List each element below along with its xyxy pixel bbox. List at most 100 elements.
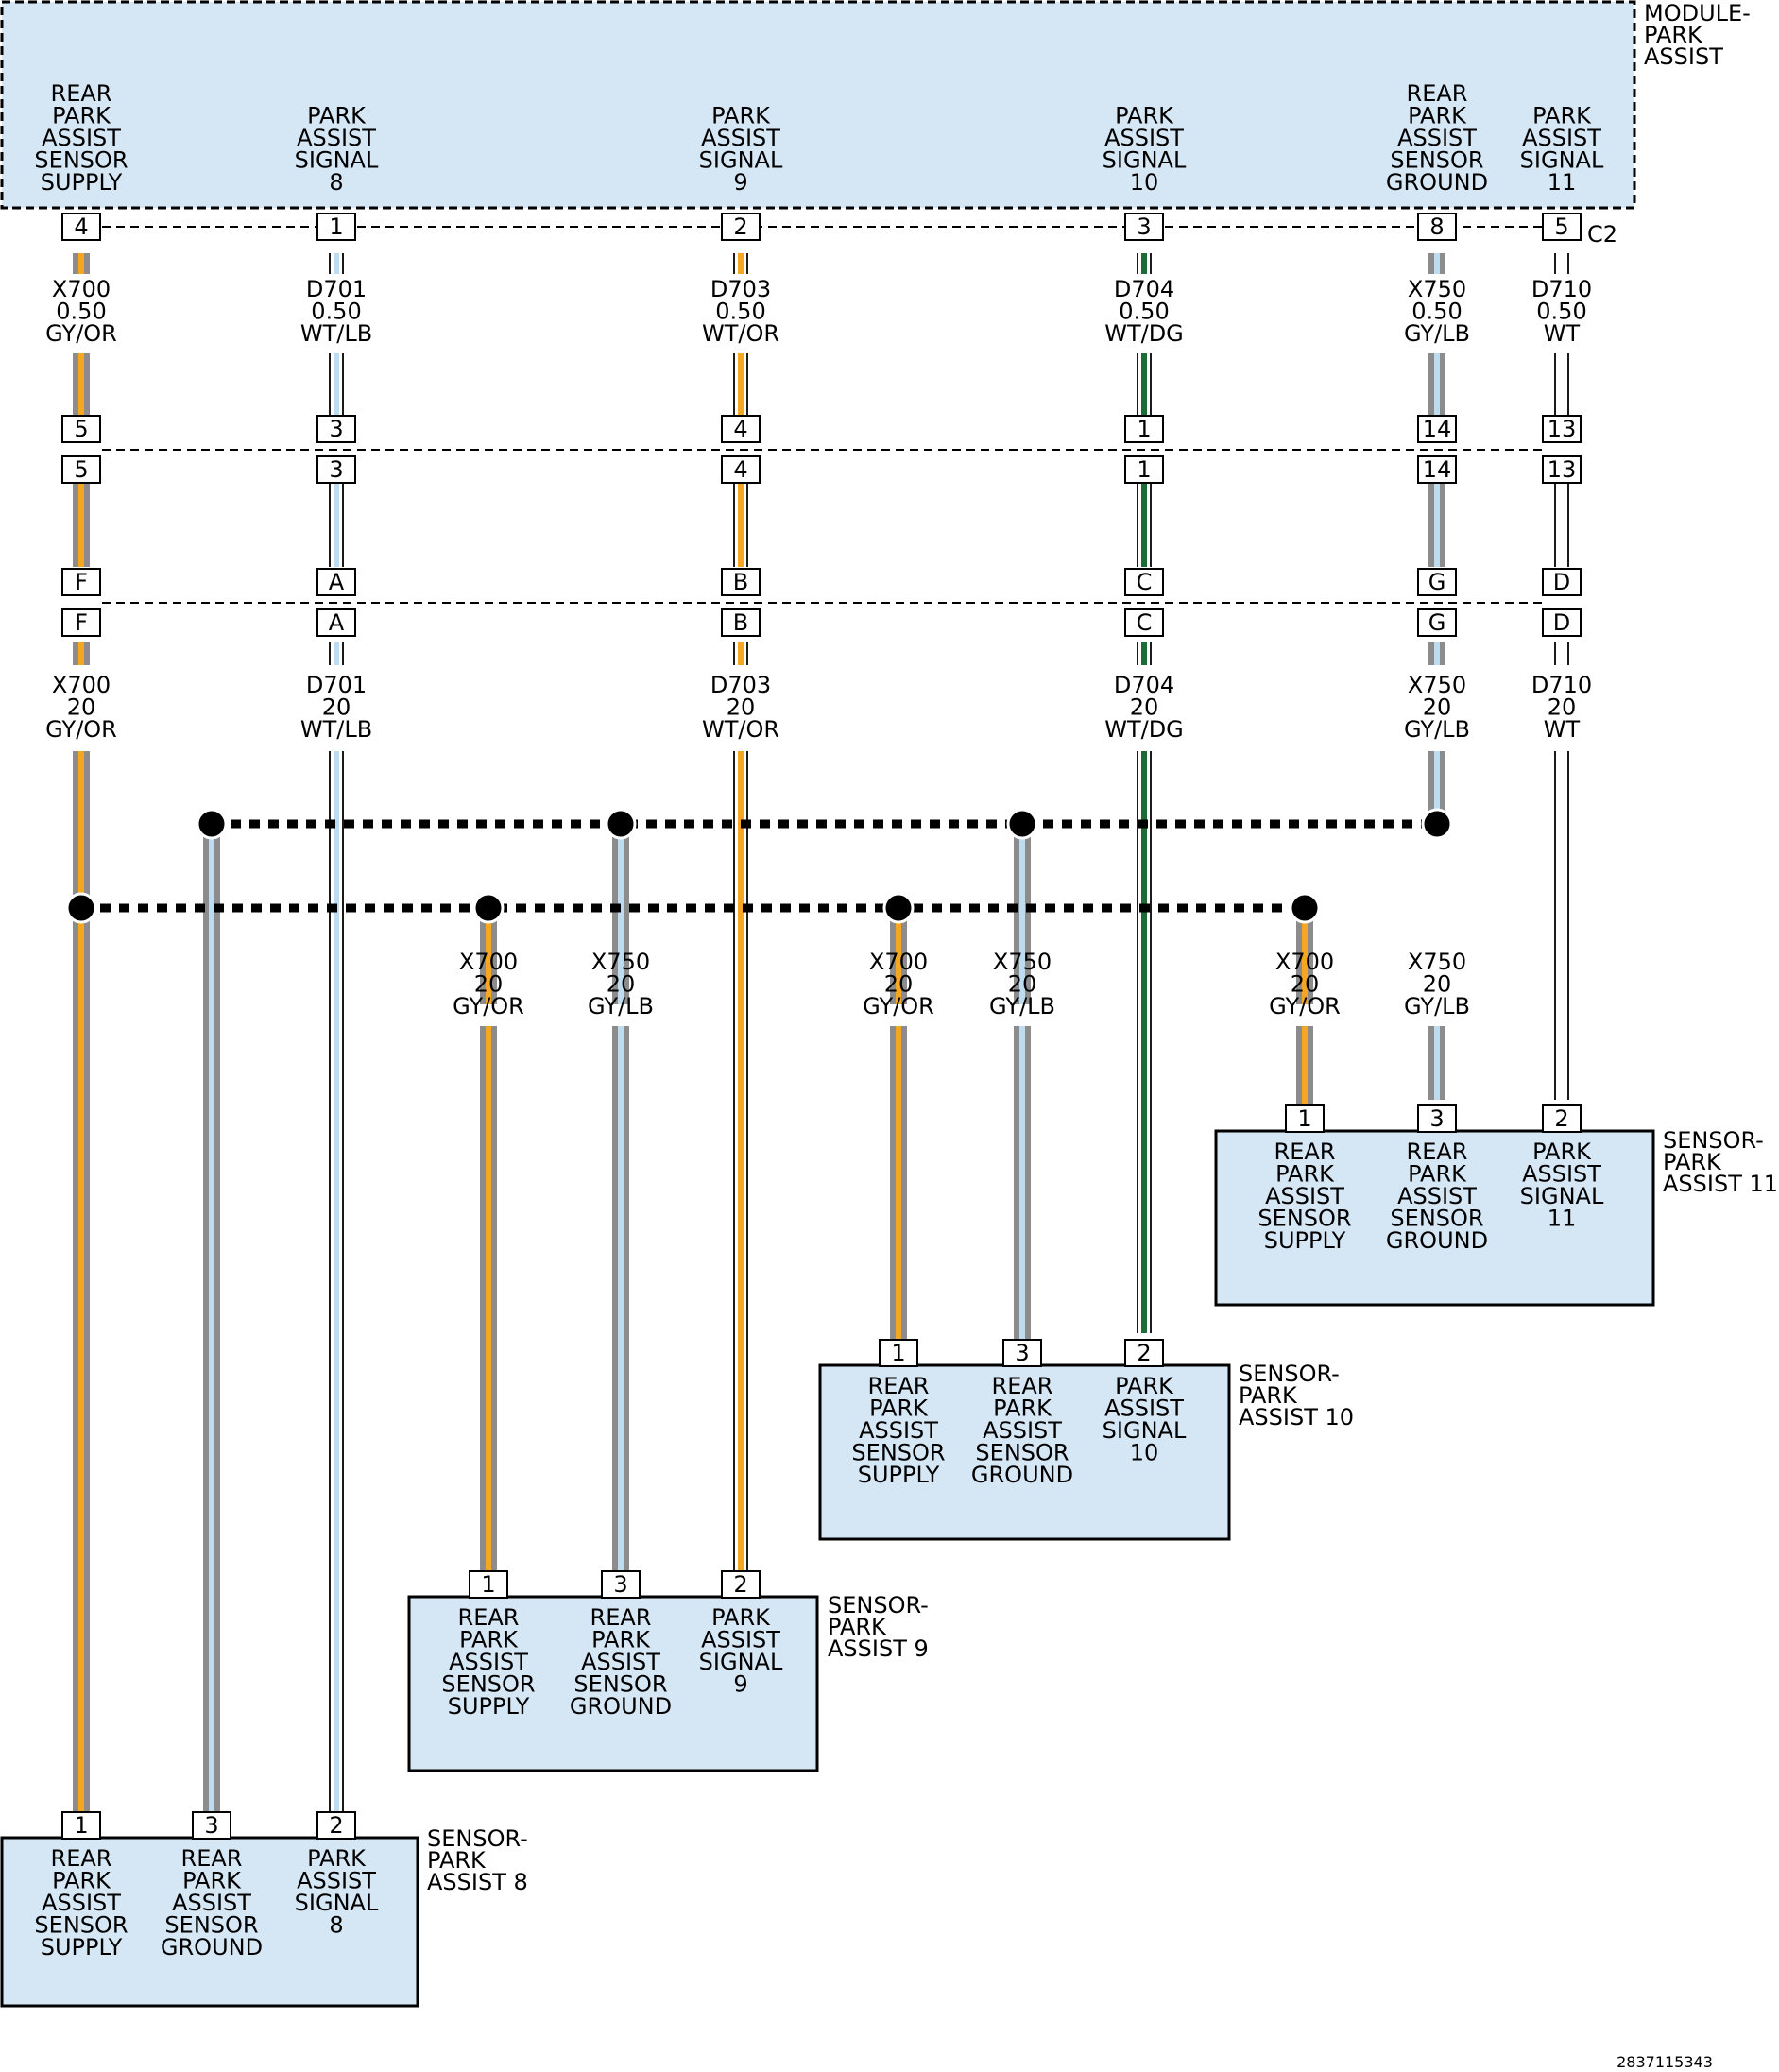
module-pin-label: 4 — [74, 214, 88, 240]
wire-D710-label-a: D710 — [1531, 276, 1592, 302]
inline-pin-label: 13 — [1548, 456, 1577, 483]
wire-D703-d — [733, 642, 748, 665]
wire-D704-feed — [1137, 751, 1152, 1333]
sensor-pin-function: SUPPLY — [858, 1462, 940, 1488]
wire-D703-a — [733, 253, 748, 274]
wire-D710-label-b: D710 — [1531, 672, 1592, 698]
sensor-pin-function: ASSIST — [1265, 1183, 1344, 1209]
branch-wire-label: GY/LB — [588, 993, 654, 1019]
sensor-pin-function: 11 — [1548, 1206, 1577, 1232]
module-pin — [316, 213, 356, 241]
module-pin — [61, 213, 101, 241]
sensor-pin-function: SENSOR — [441, 1671, 535, 1698]
wire-D704-label-b: WT/DG — [1104, 716, 1184, 743]
splice-point-ground — [605, 808, 637, 840]
branch-wire-label: GY/OR — [453, 993, 524, 1019]
sensor-pin — [192, 1811, 231, 1840]
module-pin-function: SIGNAL — [1103, 147, 1187, 174]
wire-X700-label-a: GY/OR — [45, 320, 117, 347]
module-pin-function: ASSIST — [1104, 125, 1184, 151]
module-pin-function: SIGNAL — [699, 147, 783, 174]
inline-pin-label: 13 — [1548, 416, 1577, 442]
wire-D710-d — [1554, 642, 1569, 665]
sensor-pin-function: SENSOR — [34, 1912, 128, 1939]
sensor-pin-function: PARK — [1275, 1161, 1335, 1188]
module-pin — [1124, 213, 1164, 241]
sensor-pin-function: PARK — [993, 1396, 1052, 1422]
wire-D710-label-a: 0.50 — [1536, 299, 1586, 325]
wire-X700-label-b: 20 — [67, 694, 96, 721]
wire-D704-label-a: D704 — [1114, 276, 1174, 302]
module-title: ASSIST — [1644, 43, 1723, 70]
wire-D704-label-b: D704 — [1114, 672, 1174, 698]
sensor-pin-function: SENSOR — [164, 1912, 258, 1939]
inline-pin-label: A — [329, 569, 345, 595]
wire-D701-a — [329, 253, 344, 274]
sensor-pin-function: PARK — [591, 1627, 651, 1653]
branch-wire-label: 20 — [1423, 971, 1452, 998]
wire-X750-label-b: X750 — [1408, 672, 1466, 698]
module-title: PARK — [1644, 22, 1703, 48]
inline-pin-label: F — [75, 609, 88, 636]
sensor-pin-function: ASSIST — [859, 1417, 938, 1444]
wire-D703-label-b: 20 — [727, 694, 756, 721]
inline-pin-label: 14 — [1423, 416, 1452, 442]
inline-pin-label: D — [1553, 569, 1570, 595]
inline-pin-label: 5 — [74, 456, 88, 483]
inline-pin-label: D — [1553, 609, 1570, 636]
module-pin-function: SUPPLY — [41, 169, 123, 196]
splice-point-supply — [472, 892, 505, 924]
module-pin-function: GROUND — [1386, 169, 1488, 196]
sensor-pin-function: SENSOR — [573, 1671, 667, 1698]
sensor-pin-function: REAR — [181, 1845, 243, 1872]
sensor-pin-function: SUPPLY — [1264, 1227, 1346, 1254]
inline-pin-label: 14 — [1423, 456, 1452, 483]
module-pin-function: PARK — [52, 103, 111, 129]
sensor-title: SENSOR- — [427, 1825, 528, 1852]
module-pin-label: 2 — [733, 214, 747, 240]
connector-c2-label: C2 — [1587, 221, 1617, 248]
sensor-pin-function: 8 — [329, 1912, 343, 1939]
splice-point-supply — [1289, 892, 1321, 924]
wire-D710-a — [1554, 253, 1569, 274]
wire-D710-feed — [1554, 751, 1569, 1100]
module-pin-function: ASSIST — [1522, 125, 1601, 151]
sensor-pin — [469, 1570, 508, 1599]
inline-pin — [1124, 568, 1164, 596]
module-pin-function: SIGNAL — [1520, 147, 1604, 174]
sensor-title: PARK — [828, 1614, 887, 1640]
module-pin-function: 10 — [1130, 169, 1159, 196]
splice-point-supply — [882, 892, 915, 924]
module-pin-function: 11 — [1548, 169, 1577, 196]
sensor-pin-function: ASSIST — [581, 1649, 660, 1675]
branch-wire-label: 20 — [607, 971, 636, 998]
inline-pin-label: 3 — [329, 416, 343, 442]
sensor-pin-function: REAR — [868, 1373, 930, 1399]
inline-pin — [316, 415, 356, 443]
component-boxes — [0, 0, 1655, 2008]
inline-pin-label: 4 — [733, 416, 747, 442]
sensor-title: ASSIST 9 — [828, 1635, 929, 1662]
inline-pin-label: G — [1428, 569, 1446, 595]
sensor-title: ASSIST 10 — [1239, 1404, 1354, 1430]
module-pin-function: REAR — [51, 80, 112, 107]
sensor-title: SENSOR- — [1663, 1127, 1764, 1154]
sensor-pin-function: GROUND — [161, 1934, 263, 1961]
inline-pin — [316, 608, 356, 637]
wire-D701-d — [329, 642, 344, 665]
module-title: MODULE- — [1644, 0, 1751, 26]
wire-D710-label-a: WT — [1544, 320, 1581, 347]
sensor-pin-function: ASSIST — [172, 1890, 251, 1916]
sensor-pin — [61, 1811, 101, 1840]
inline-pin — [1124, 415, 1164, 443]
branch-wire-label: X700 — [459, 949, 518, 975]
branch-wire-label: X700 — [1275, 949, 1334, 975]
sensor-pin-function: GROUND — [1386, 1227, 1488, 1254]
module-pin-function: PARK — [711, 103, 771, 129]
wire-X700-label-b: X700 — [52, 672, 111, 698]
inline-pin — [61, 415, 101, 443]
wire-D701-label-b: D701 — [306, 672, 367, 698]
wire-D710-b — [1554, 353, 1569, 416]
sensor-title: PARK — [1663, 1149, 1722, 1175]
sensor-pin — [1417, 1104, 1457, 1133]
